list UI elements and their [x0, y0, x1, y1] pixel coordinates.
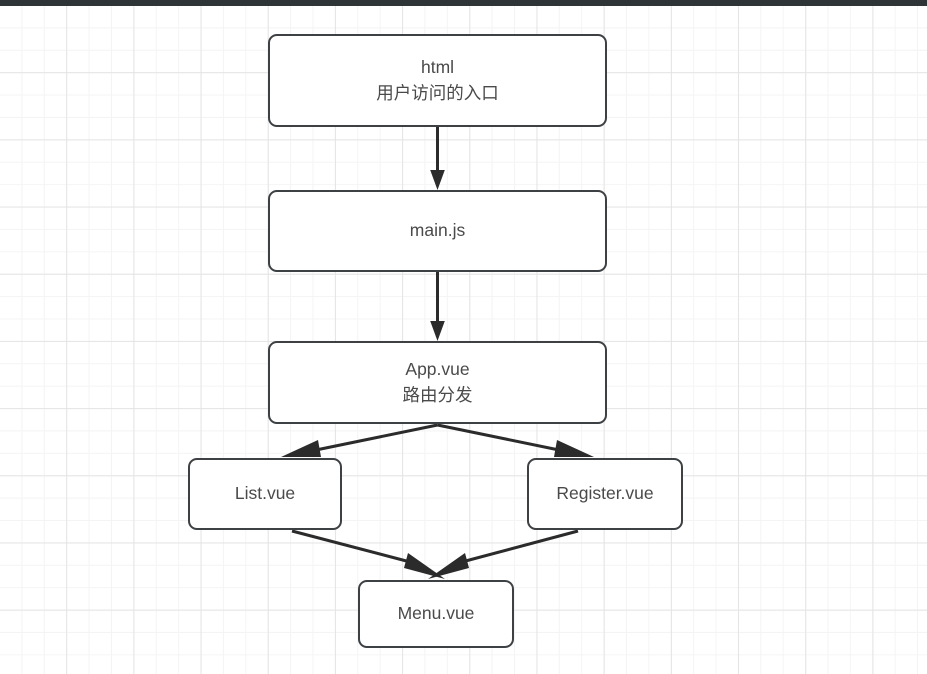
- node-menu[interactable]: Menu.vue: [358, 580, 514, 648]
- node-list[interactable]: List.vue: [188, 458, 342, 530]
- node-html-subtitle: 用户访问的入口: [376, 82, 499, 103]
- window-titlebar: [0, 0, 927, 6]
- node-appvue-subtitle: 路由分发: [402, 384, 473, 405]
- node-register-title: Register.vue: [556, 483, 654, 504]
- node-register[interactable]: Register.vue: [527, 458, 683, 530]
- node-menu-title: Menu.vue: [397, 603, 475, 624]
- node-html[interactable]: html 用户访问的入口: [268, 34, 607, 127]
- node-mainjs[interactable]: main.js: [268, 190, 607, 272]
- node-appvue[interactable]: App.vue 路由分发: [268, 341, 607, 424]
- node-mainjs-title: main.js: [409, 220, 466, 241]
- node-list-title: List.vue: [234, 483, 296, 504]
- node-html-title: html: [420, 56, 455, 77]
- node-appvue-title: App.vue: [405, 358, 470, 379]
